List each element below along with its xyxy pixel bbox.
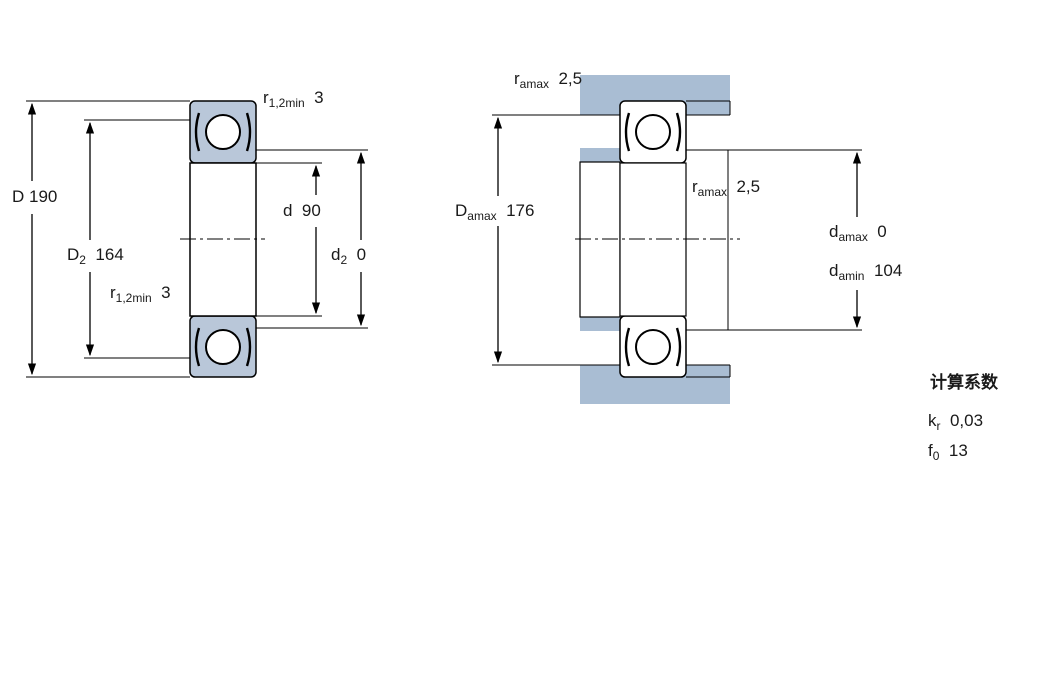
label-damin: damin 104 — [829, 261, 903, 283]
bearing-section — [180, 100, 265, 378]
label-r12min-top: r1,2min 3 — [263, 88, 324, 110]
shaft-shoulder-bottom — [580, 317, 620, 331]
abutment-section — [575, 75, 740, 404]
seal-bottom-right — [245, 327, 252, 367]
ball-bottom — [205, 329, 241, 365]
dim-Damax — [492, 114, 620, 366]
seal-top-right — [245, 112, 252, 152]
abut-ball-top — [635, 114, 671, 150]
seal-top-left — [194, 112, 201, 152]
label-ramax-mid: ramax 2,5 — [692, 177, 761, 199]
abut-ball-bottom — [635, 329, 671, 365]
label-f0: f0 13 — [928, 441, 968, 463]
seal-bottom-left — [194, 327, 201, 367]
label-damax: damax 0 — [829, 222, 887, 244]
label-d2: d2 0 — [331, 245, 367, 267]
label-r12min-mid: r1,2min 3 — [110, 283, 171, 305]
calc-factors-title: 计算系数 — [930, 373, 998, 392]
dim-D — [26, 100, 190, 378]
shaft-shoulder-top — [580, 148, 620, 162]
ball-top — [205, 114, 241, 150]
dim-da — [686, 149, 862, 331]
label-kr: kr 0,03 — [928, 411, 984, 433]
dim-d2 — [256, 149, 368, 329]
dim-d — [256, 162, 322, 317]
label-d: d 90 — [283, 201, 321, 220]
label-ramax-top: ramax 2,5 — [514, 69, 583, 91]
dim-D2 — [84, 119, 190, 359]
label-D2: D2 164 — [67, 245, 124, 267]
label-Damax: Damax 176 — [455, 201, 535, 223]
label-D: D 190 — [12, 187, 58, 206]
